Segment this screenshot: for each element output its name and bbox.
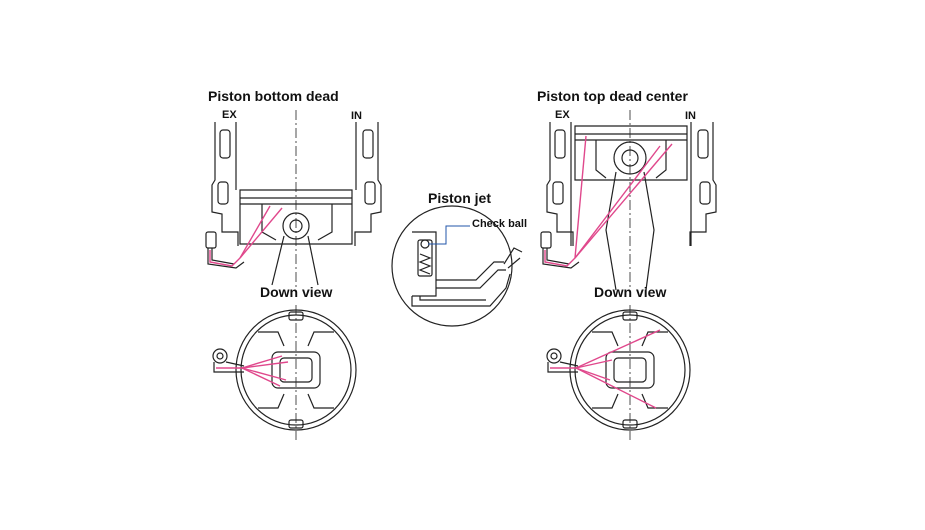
ex-label-left: EX bbox=[222, 109, 237, 121]
down-view-label-left: Down view bbox=[260, 284, 333, 300]
ex-label-right: EX bbox=[555, 109, 570, 121]
left-title: Piston bottom dead bbox=[208, 88, 339, 104]
check-ball-label: Check ball bbox=[472, 218, 528, 230]
down-view-label-right: Down view bbox=[594, 284, 667, 300]
right-title: Piston top dead center bbox=[537, 88, 688, 104]
piston-jet-detail bbox=[391, 205, 523, 327]
down-view-top-dead bbox=[546, 305, 691, 440]
down-view-bottom-dead bbox=[212, 305, 357, 440]
engine-section-top-dead bbox=[540, 110, 717, 291]
piston-jet-label: Piston jet bbox=[428, 190, 492, 206]
in-label-right: IN bbox=[685, 110, 696, 122]
in-label-left: IN bbox=[351, 110, 362, 122]
engine-section-bottom-dead bbox=[205, 110, 382, 290]
